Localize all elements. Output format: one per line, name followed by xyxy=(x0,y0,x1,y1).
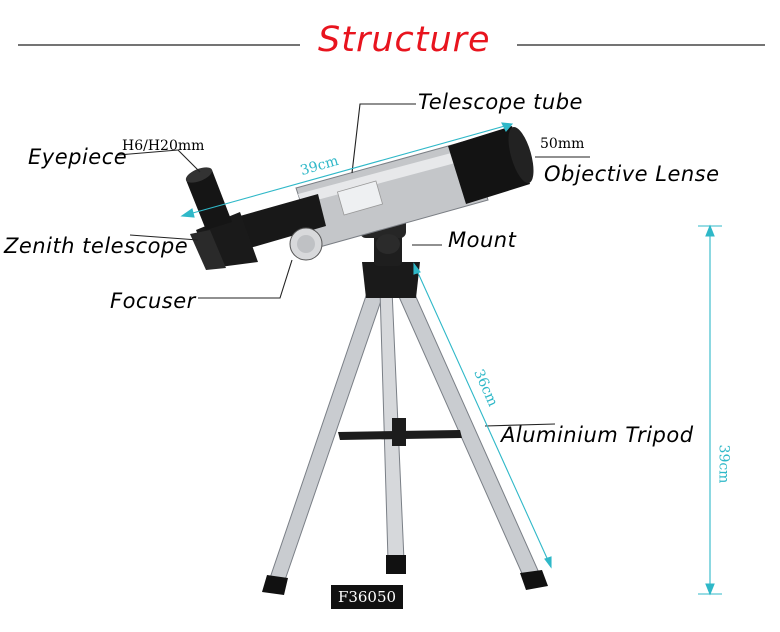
model-badge: F36050 xyxy=(331,585,403,609)
eyepiece xyxy=(185,167,232,230)
telescope-tube xyxy=(295,139,489,249)
focuser xyxy=(240,194,326,261)
dimension-lines xyxy=(180,122,722,596)
label-eyepiece: Eyepiece xyxy=(28,145,128,169)
leader-lines xyxy=(117,103,590,427)
objective-cap xyxy=(448,126,534,204)
label-objective-spec: 50mm xyxy=(540,136,585,152)
label-focuser: Focuser xyxy=(110,289,196,313)
label-objective-lense: Objective Lense xyxy=(544,162,720,186)
dimension-height: 39cm xyxy=(715,444,732,484)
label-zenith-telescope: Zenith telescope xyxy=(4,234,189,258)
label-aluminium-tripod: Aluminium Tripod xyxy=(501,423,694,447)
label-eyepiece-spec: H6/H20mm xyxy=(122,138,205,154)
tripod xyxy=(262,262,548,595)
label-mount: Mount xyxy=(448,228,517,252)
label-telescope-tube: Telescope tube xyxy=(418,90,583,114)
diagram-title: Structure xyxy=(318,20,491,60)
